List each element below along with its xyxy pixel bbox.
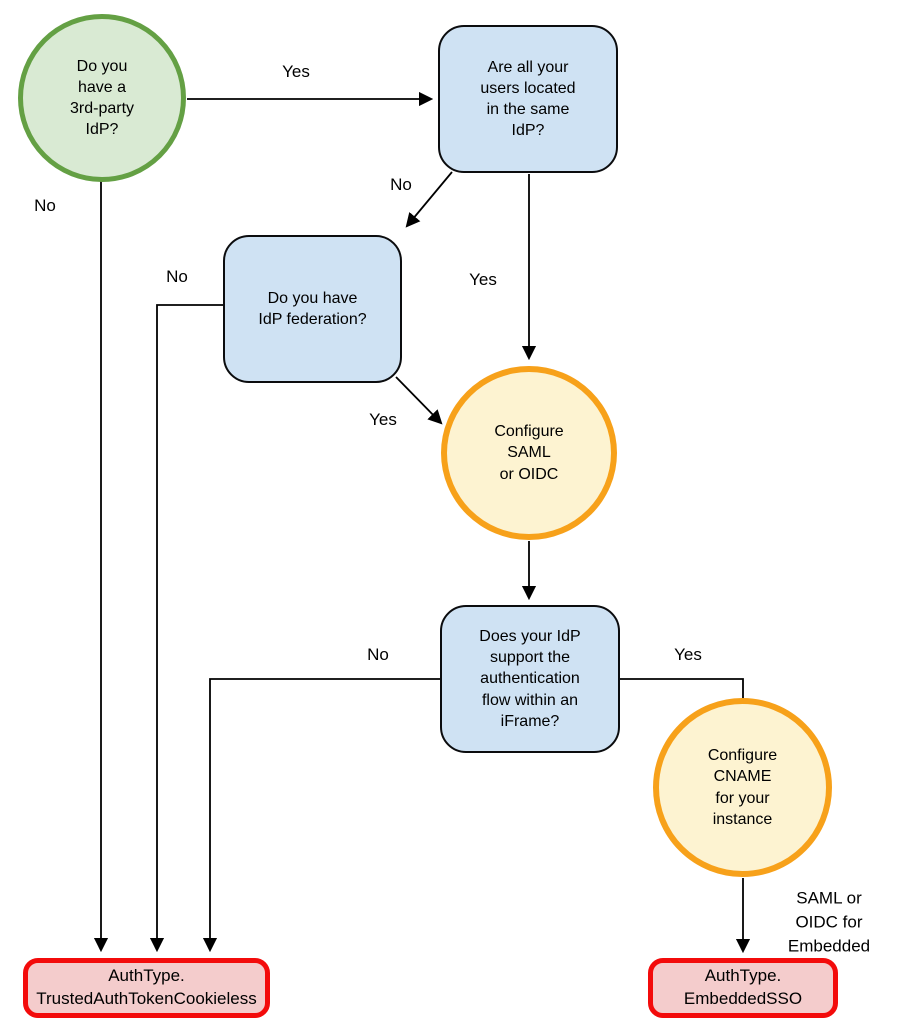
node-idp-federation: Do you have IdP federation? [223, 235, 402, 383]
node-start-3rd-party-idp: Do you have a 3rd-party IdP? [18, 14, 186, 182]
edge-label-no-start: No [34, 196, 56, 216]
node-configure-cname: Configure CNAME for your instance [653, 698, 832, 877]
edge-federation-to-trusted [149, 304, 223, 953]
edge-iframe-to-trusted [202, 678, 440, 953]
node-result-embedded-sso: AuthType. EmbeddedSSO [648, 958, 838, 1018]
edge-label-yes-iframe: Yes [674, 645, 702, 665]
edge-label-saml-oidc-embedded: SAML or OIDC for Embedded [787, 888, 871, 955]
edge-label-no-federation: No [166, 267, 188, 287]
edge-label-no-iframe: No [367, 645, 389, 665]
node-iframe-support-label: Does your IdP support the authentication… [479, 628, 581, 730]
node-idp-federation-label: Do you have IdP federation? [258, 289, 367, 328]
node-configure-saml-oidc-label: Configure SAML or OIDC [494, 423, 564, 483]
edge-label-yes-same-idp: Yes [469, 270, 497, 290]
edge-federation-to-saml [395, 376, 443, 425]
node-result-trusted-auth-cookieless: AuthType. TrustedAuthTokenCookieless [23, 958, 270, 1018]
node-users-same-idp: Are all your users located in the same I… [438, 25, 618, 173]
node-configure-cname-label: Configure CNAME for your instance [707, 747, 778, 828]
node-configure-saml-oidc: Configure SAML or OIDC [441, 366, 617, 540]
edge-iframe-to-cname [620, 678, 744, 700]
node-iframe-support: Does your IdP support the authentication… [440, 605, 620, 753]
node-result-embedded-sso-label: AuthType. EmbeddedSSO [683, 966, 803, 1008]
node-users-same-idp-label: Are all your users located in the same I… [480, 58, 576, 140]
edge-label-yes-federation: Yes [369, 410, 397, 430]
edge-label-yes-start: Yes [282, 62, 310, 82]
edge-same-idp-to-federation [405, 171, 453, 228]
edge-label-no-same-idp: No [390, 175, 412, 195]
node-result-trusted-auth-label: AuthType. TrustedAuthTokenCookieless [36, 966, 257, 1008]
node-start-label: Do you have a 3rd-party IdP? [69, 57, 135, 139]
